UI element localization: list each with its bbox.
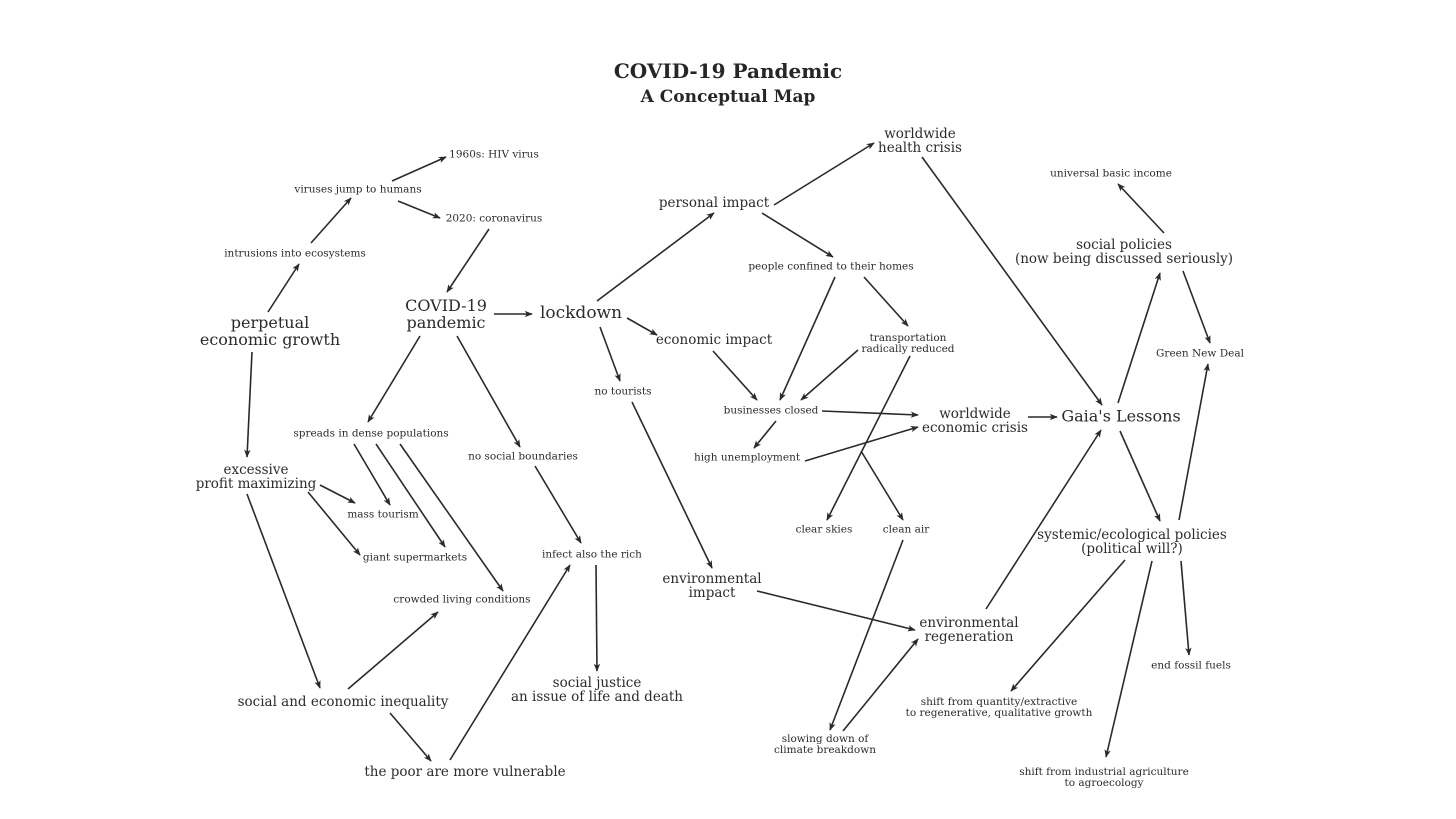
node-perpetual-growth: perpetual economic growth [199,313,341,349]
arrow-systemic-to-fossil [1180,560,1192,656]
arrow-personal-to-confined [761,212,834,258]
arrow-gaia-to-social-policies [1117,272,1161,404]
arrow-businesses-to-econ-crisis [821,410,919,418]
arrow-perpetual-to-excessive [244,351,253,458]
node-environmental-regeneration: environmental regeneration [919,614,1019,645]
arrow-inequality-to-crowded [347,611,439,690]
arrow-spreads-to-mass-tourism [353,443,391,506]
node-gaias-lessons: Gaia's Lessons [1061,406,1181,426]
node-no-tourists: no tourists [594,385,652,398]
arrow-health-to-gaia [921,156,1103,406]
node-clear-skies: clear skies [795,523,853,536]
node-shift-agriculture: shift from industrial agriculture to agr… [1019,765,1189,789]
node-personal-impact: personal impact [658,194,770,211]
arrow-social-policies-to-gnd [1182,270,1211,344]
arrow-social-policies-to-ubi [1117,183,1165,234]
node-covid-pandemic: COVID-19 pandemic [405,296,487,332]
node-worldwide-health: worldwide health crisis [878,125,962,156]
node-hiv-virus: 1960s: HIV virus [449,148,539,161]
arrow-personal-to-health [773,142,875,206]
node-businesses-closed: businesses closed [723,404,819,417]
node-environmental-impact: environmental impact [662,570,762,601]
arrow-no-boundaries-to-infect-rich [534,465,582,544]
node-end-fossil-fuels: end fossil fuels [1151,659,1231,672]
arrow-confined-to-transportation [863,276,909,327]
node-worldwide-economic: worldwide economic crisis [922,405,1028,436]
node-giant-supermarkets: giant supermarkets [362,551,468,564]
node-spreads-dense: spreads in dense populations [293,427,449,440]
node-mass-tourism: mass tourism [347,508,419,521]
arrow-transportation-to-businesses [800,349,859,401]
node-social-policies: social policies (now being discussed ser… [1014,236,1234,267]
arrow-systemic-to-agriculture [1104,560,1153,758]
node-universal-basic-income: universal basic income [1050,167,1172,180]
arrow-businesses-to-unemployment [753,420,777,449]
arrow-inequality-to-poor [389,712,432,762]
arrow-pandemic-to-no-boundaries [456,335,521,448]
arrow-economic-impact-to-businesses [712,350,758,401]
arrow-excessive-to-mass-tourism [319,484,356,504]
arrow-viruses-to-coronavirus [397,200,441,219]
node-excessive-profit: excessive profit maximizing [195,461,317,492]
arrow-perpetual-to-intrusions [267,263,300,313]
arrow-coronavirus-to-pandemic [446,228,490,293]
arrow-env-impact-to-regeneration [756,590,916,632]
node-poor-vulnerable: the poor are more vulnerable [364,763,566,780]
arrow-excessive-to-inequality [246,493,321,689]
arrow-no-tourists-to-env-impact [631,401,713,569]
node-lockdown: lockdown [539,303,623,324]
arrow-poor-to-infect-rich [449,564,571,761]
arrow-excessive-to-supermarkets [307,491,361,556]
arrow-transportation-to-clear-skies [826,355,911,521]
node-no-social-boundaries: no social boundaries [468,450,578,463]
node-infect-rich: infect also the rich [542,548,642,561]
node-viruses-jump: viruses jump to humans [294,183,422,196]
node-systemic-policies: systemic/ecological policies (political … [1037,526,1227,557]
arrow-systemic-to-gnd [1178,363,1210,521]
arrow-gaia-to-systemic [1119,430,1161,522]
node-slowing-climate: slowing down of climate breakdown [774,732,876,756]
node-high-unemployment: high unemployment [693,451,801,464]
node-green-new-deal: Green New Deal [1156,347,1244,360]
arrow-clean-air-to-slowing [829,539,904,731]
arrow-lockdown-to-no-tourists [599,326,621,382]
diagram-subtitle: A Conceptual Map [640,87,816,107]
arrow-intrusions-to-viruses [310,197,352,244]
node-transportation: transportation radically reduced [861,331,955,355]
arrow-unemployment-to-econ-crisis [804,426,919,462]
node-social-inequality: social and economic inequality [237,693,449,710]
node-confined-homes: people confined to their homes [748,260,914,273]
arrow-confined-to-businesses [779,276,836,401]
arrow-regeneration-to-gaia [985,429,1102,610]
diagram-title: COVID-19 Pandemic [613,59,843,83]
arrow-lockdown-to-economic [626,317,658,336]
node-intrusions-ecosystems: intrusions into ecosystems [224,247,366,260]
node-social-justice: social justice an issue of life and deat… [511,674,683,705]
arrow-transport-to-clean-air [860,450,904,521]
node-coronavirus: 2020: coronavirus [445,212,543,225]
arrow-systemic-to-shift-quantity [1010,559,1126,692]
arrow-spreads-to-crowded [399,443,504,592]
arrow-viruses-to-hiv [391,156,447,182]
arrow-pandemic-to-spreads [367,335,421,423]
arrow-infect-rich-to-social-justice [593,564,601,672]
node-shift-quantity: shift from quantity/extractive to regene… [905,695,1093,719]
node-crowded-living: crowded living conditions [393,593,531,606]
node-clean-air: clean air [882,523,930,536]
arrow-lockdown-to-personal [596,212,715,302]
arrow-spreads-to-supermarkets [375,443,446,548]
arrow-slowing-to-regeneration [842,638,919,732]
node-economic-impact: economic impact [655,331,773,348]
